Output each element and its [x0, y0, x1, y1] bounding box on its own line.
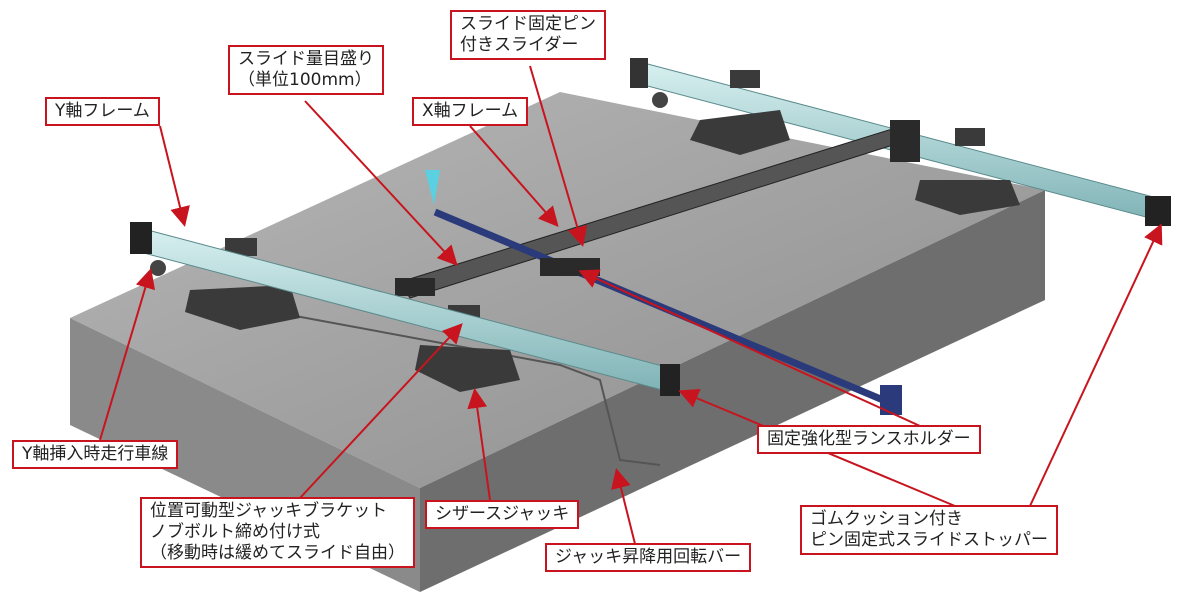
- scissor-jacks-front: [185, 238, 520, 392]
- label-line: スライド固定ピン: [460, 14, 596, 34]
- label-line: ゴムクッション付き: [810, 509, 963, 529]
- label-scale: スライド量目盛り （単位100mm）: [228, 45, 384, 95]
- label-line: ピン固定式スライドストッパー: [810, 530, 1048, 550]
- label-bracket: 位置可動型ジャッキブラケット ノブボルト締め付け式 （移動時は緩めてスライド自由…: [140, 497, 415, 568]
- label-line: スライド量目盛り: [238, 49, 374, 69]
- label-lance-holder: 固定強化型ランスホルダー: [757, 425, 981, 454]
- label-x-frame: X軸フレーム: [412, 97, 529, 126]
- label-y-lane: Y軸挿入時走行車線: [12, 440, 179, 469]
- label-jack-bar: ジャッキ昇降用回転バー: [545, 543, 752, 572]
- label-line: 位置可動型ジャッキブラケット: [150, 501, 388, 521]
- label-y-frame: Y軸フレーム: [45, 97, 160, 126]
- label-line: 付きスライダー: [460, 35, 579, 55]
- callout-arrows: [99, 65, 1163, 545]
- label-line: ノブボルト締め付け式: [150, 522, 320, 542]
- label-stopper: ゴムクッション付き ピン固定式スライドストッパー: [800, 505, 1058, 555]
- label-scissor-jack: シザースジャッキ: [425, 500, 580, 529]
- label-slider: スライド固定ピン 付きスライダー: [450, 10, 606, 60]
- y-frame-front: [130, 222, 680, 396]
- scissor-jacks-back: [690, 70, 1020, 215]
- lance: [425, 170, 902, 415]
- label-line: （単位100mm）: [238, 70, 372, 90]
- label-line: （移動時は緩めてスライド自由）: [150, 543, 405, 563]
